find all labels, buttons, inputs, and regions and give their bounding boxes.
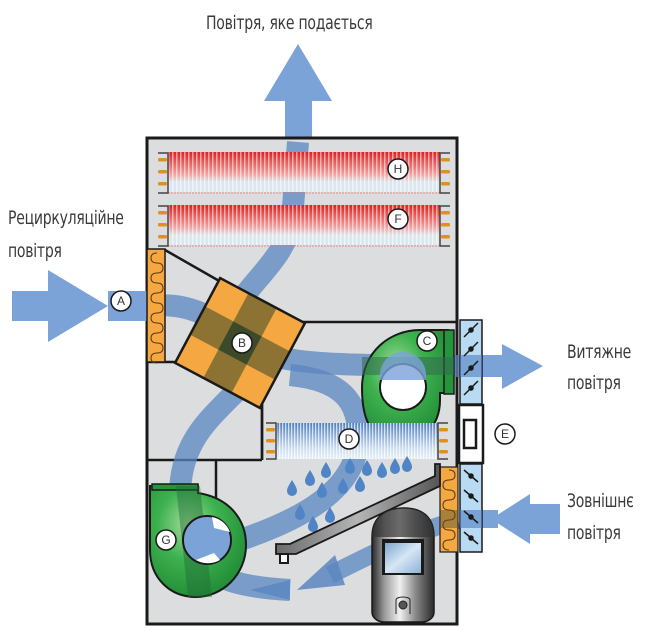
damper-column [457, 319, 485, 553]
outdoor-air-label-line2: повітря [567, 522, 621, 544]
component-tags: A B C D E F G H [110, 158, 516, 551]
recirculation-air-label-line2: повітря [8, 240, 62, 262]
svg-text:G: G [161, 533, 170, 547]
drain-tray [275, 463, 441, 564]
svg-text:E: E [501, 427, 509, 441]
compressor [371, 507, 435, 623]
svg-text:H: H [394, 162, 403, 176]
recirculation-filter [146, 248, 166, 364]
outdoor-air-label-line1: Зовнішнє [567, 490, 634, 512]
return-arrowhead-2 [250, 580, 290, 600]
supply-air-label: Повітря, яке подається [206, 12, 373, 34]
tag-d: D [338, 428, 360, 450]
recirculation-air-label-line1: Рециркуляційне [8, 207, 124, 229]
svg-text:A: A [117, 294, 125, 308]
exhaust-fan [360, 329, 455, 444]
tag-f: F [387, 208, 409, 230]
svg-text:B: B [238, 336, 246, 350]
supply-fan [149, 483, 248, 599]
svg-text:F: F [394, 212, 401, 226]
tag-c: C [416, 330, 438, 352]
heating-coil-h [168, 152, 440, 194]
coil-end-brackets [157, 152, 451, 247]
tag-b: B [231, 332, 253, 354]
exhaust-air-label-line2: повітря [567, 372, 621, 394]
tag-a: A [110, 290, 132, 312]
tag-h: H [387, 158, 409, 180]
tag-g: G [155, 529, 177, 551]
return-arrowhead [297, 555, 345, 590]
tag-e: E [494, 423, 516, 445]
svg-text:C: C [423, 334, 432, 348]
exhaust-air-label-line1: Витяжне [567, 341, 632, 363]
svg-text:D: D [345, 432, 354, 446]
supply-air-arrow [264, 44, 332, 142]
outdoor-air-filter [439, 466, 459, 553]
